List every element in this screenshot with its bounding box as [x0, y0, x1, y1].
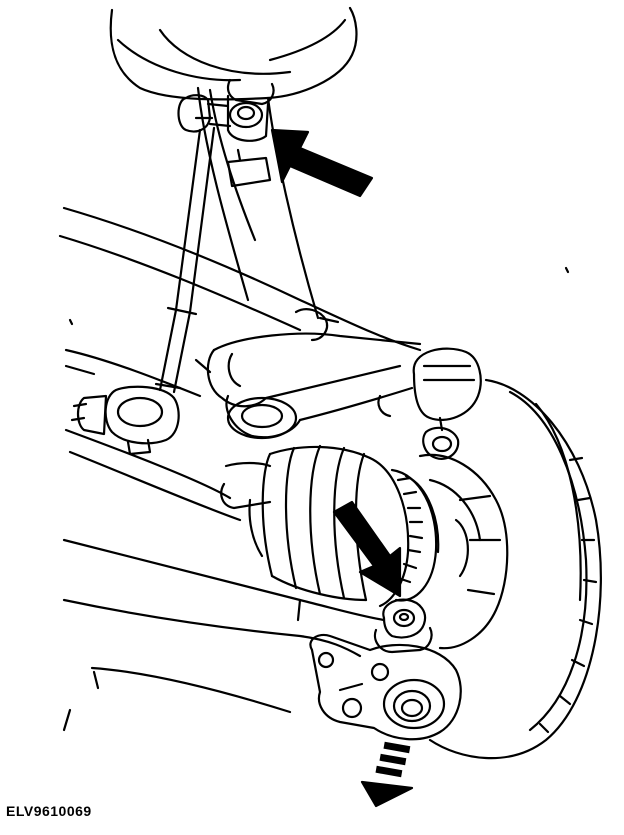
brake-disc [430, 380, 601, 758]
arrow-ball-joint-nut [334, 502, 400, 596]
lower-arm-bushing [310, 635, 460, 739]
upper-ball-joint [414, 349, 481, 459]
lower-ball-joint [375, 600, 432, 652]
spring-strut [111, 8, 357, 99]
figure-caption: ELV9610069 [6, 803, 92, 819]
detail-marks [64, 268, 568, 730]
steering-knuckle [420, 455, 507, 648]
upper-control-arm [196, 334, 420, 438]
stabilizer-bar [60, 208, 420, 350]
abs-tone-ring [392, 470, 438, 601]
upper-mount [179, 80, 274, 186]
lower-link-joint [72, 387, 179, 454]
lower-control-arm [64, 540, 384, 712]
subframe [66, 350, 240, 520]
stabilizer-link [156, 118, 214, 392]
arrow-lower-arm-direction [362, 741, 412, 806]
arrow-upper-link-nut [272, 130, 372, 196]
